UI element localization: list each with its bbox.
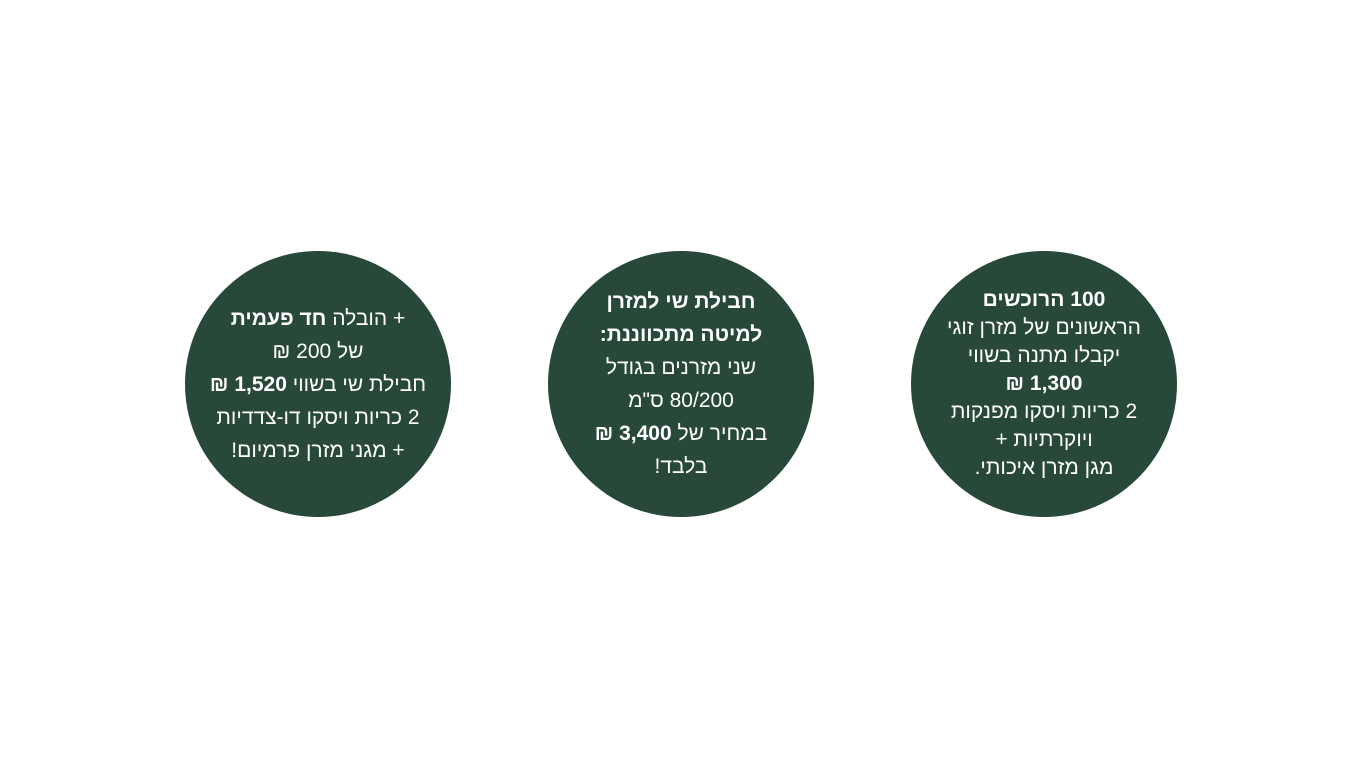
offer-line: מגן מזרן איכותי. — [974, 456, 1114, 479]
offer-line: 2 כריות ויסקו מפנקות — [950, 400, 1138, 423]
offer-circle-delivery-gift: + הובלה חד פעמית של 200 ₪ חבילת שי בשווי… — [185, 251, 451, 517]
offer-title: למיטה מתכווננת: — [599, 323, 763, 346]
offer-text-adjustable-bed: חבילת שי למזרן למיטה מתכווננת: שני מזרני… — [595, 285, 768, 483]
offer-delivery-prefix: + הובלה — [332, 306, 406, 330]
offer-text-delivery-gift: + הובלה חד פעמית של 200 ₪ חבילת שי בשווי… — [210, 302, 426, 467]
offer-line: הראשונים של מזרן זוגי — [947, 316, 1141, 339]
offer-line: ויוקרתיות + — [995, 428, 1093, 451]
offer-line: + מגני מזרן פרמיום! — [231, 438, 405, 462]
offer-line: 2 כריות ויסקו דו-צדדיות — [216, 405, 420, 429]
offer-price: 3,400 ₪ — [594, 422, 672, 445]
offer-gift-line: חבילת שי בשווי 1,520 ₪ — [210, 368, 426, 401]
offer-circle-first-buyers: 100 הרוכשים הראשונים של מזרן זוגי יקבלו … — [911, 251, 1177, 517]
offer-circle-adjustable-bed: חבילת שי למזרן למיטה מתכווננת: שני מזרני… — [548, 251, 814, 517]
offer-gift-value: 1,520 ₪ — [209, 372, 287, 396]
offer-text-first-buyers: 100 הרוכשים הראשונים של מזרן זוגי יקבלו … — [947, 286, 1141, 482]
offer-line: שני מזרנים בגודל — [605, 356, 757, 379]
offer-value: 1,300 ₪ — [1005, 372, 1083, 395]
offer-price-line: במחיר של 3,400 ₪ — [595, 417, 768, 450]
offer-price-prefix: במחיר של — [677, 422, 768, 445]
offer-delivery-highlight: חד פעמית — [230, 306, 327, 330]
offer-gift-prefix: חבילת שי בשווי — [292, 372, 427, 396]
offer-delivery-line: + הובלה חד פעמית — [210, 302, 426, 335]
offer-line: 80/200 ס"מ — [628, 389, 734, 412]
offer-line: של 200 ₪ — [272, 339, 364, 363]
offer-title: 100 הרוכשים — [982, 288, 1106, 311]
offer-line: יקבלו מתנה בשווי — [967, 344, 1121, 367]
offer-line: בלבד! — [654, 455, 708, 478]
offer-title: חבילת שי למזרן — [606, 290, 756, 313]
